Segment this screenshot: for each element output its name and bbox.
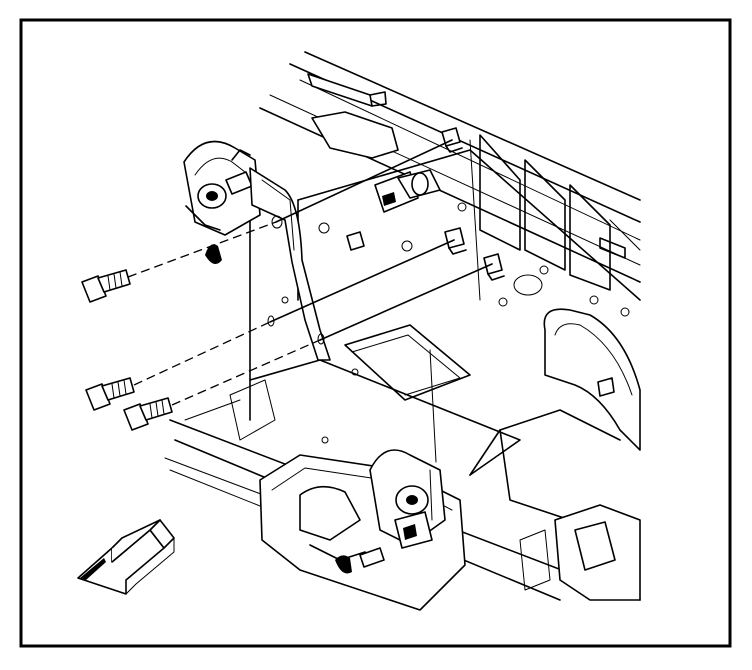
engine-mount: [259, 449, 466, 611]
center-stud: [374, 169, 441, 213]
front-arrow-icon: [77, 519, 175, 595]
alignment-lines: [127, 139, 493, 406]
bolt: [85, 377, 135, 411]
bolt: [123, 397, 173, 431]
mounting-bracket: [183, 140, 331, 361]
vehicle-frame: [164, 51, 641, 601]
cage-nuts: [346, 127, 505, 281]
bolt: [81, 269, 131, 303]
